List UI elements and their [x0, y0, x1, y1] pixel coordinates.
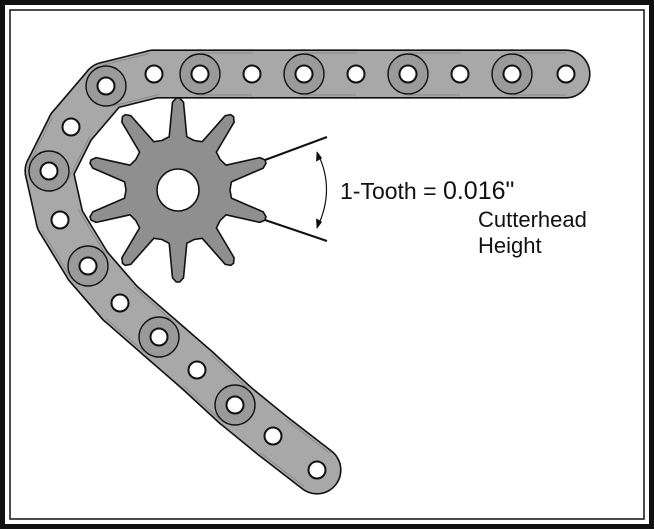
chain-plate-edge — [41, 208, 107, 278]
chain-plate-edge — [29, 117, 91, 181]
sprocket-gear — [89, 97, 267, 283]
chain-roller-hole — [144, 64, 164, 84]
chain-plate-edge — [259, 419, 331, 487]
dimension-lines — [264, 136, 328, 242]
annotation-line-2: Cutterhead — [478, 207, 587, 232]
chain-roller-hole — [263, 426, 283, 446]
annotation-prefix: 1-Tooth = — [340, 178, 443, 204]
chain-roller-hole — [450, 64, 470, 84]
chain-plate-edge — [200, 52, 252, 96]
chain-roller-hole — [50, 210, 70, 230]
chain-plate-edge — [304, 52, 356, 96]
annotation-line-1: 1-Tooth = 0.016" — [340, 177, 514, 205]
chain-roller-hole — [61, 117, 81, 137]
chain-roller-hole — [187, 360, 207, 380]
roller-chain — [24, 49, 591, 495]
annotation-line-3: Height — [478, 233, 542, 258]
chain-plate-edge — [408, 52, 460, 96]
chain-roller-hole — [502, 64, 522, 84]
chain-roller-hole — [96, 76, 116, 96]
chain-plate-edge — [105, 286, 174, 354]
chain-plate-edge — [100, 53, 160, 107]
chain-roller-hole — [78, 256, 98, 276]
sprocket-hub-hole — [156, 168, 200, 212]
upper-dimension-line — [264, 136, 328, 161]
chain-roller-hole — [294, 64, 314, 84]
chain-roller-hole — [398, 64, 418, 84]
chain-plate-edge — [182, 354, 250, 421]
chain-roller-hole — [110, 293, 130, 313]
chain-roller-hole — [346, 64, 366, 84]
annotation: 1-Tooth = 0.016" Cutterhead Height — [340, 177, 587, 258]
lower-dimension-line — [264, 219, 328, 242]
chain-roller-hole — [242, 64, 262, 84]
chain-plate-edge — [512, 52, 566, 96]
curved-double-arrow-icon — [316, 151, 328, 229]
annotation-value: 0.016" — [443, 177, 514, 205]
chain-roller-hole — [39, 161, 59, 181]
chain-roller-hole — [225, 395, 245, 415]
chain-roller-hole — [190, 64, 210, 84]
chain-roller-hole — [556, 64, 576, 84]
chain-roller-hole — [149, 327, 169, 347]
chain-roller-hole — [307, 460, 327, 480]
